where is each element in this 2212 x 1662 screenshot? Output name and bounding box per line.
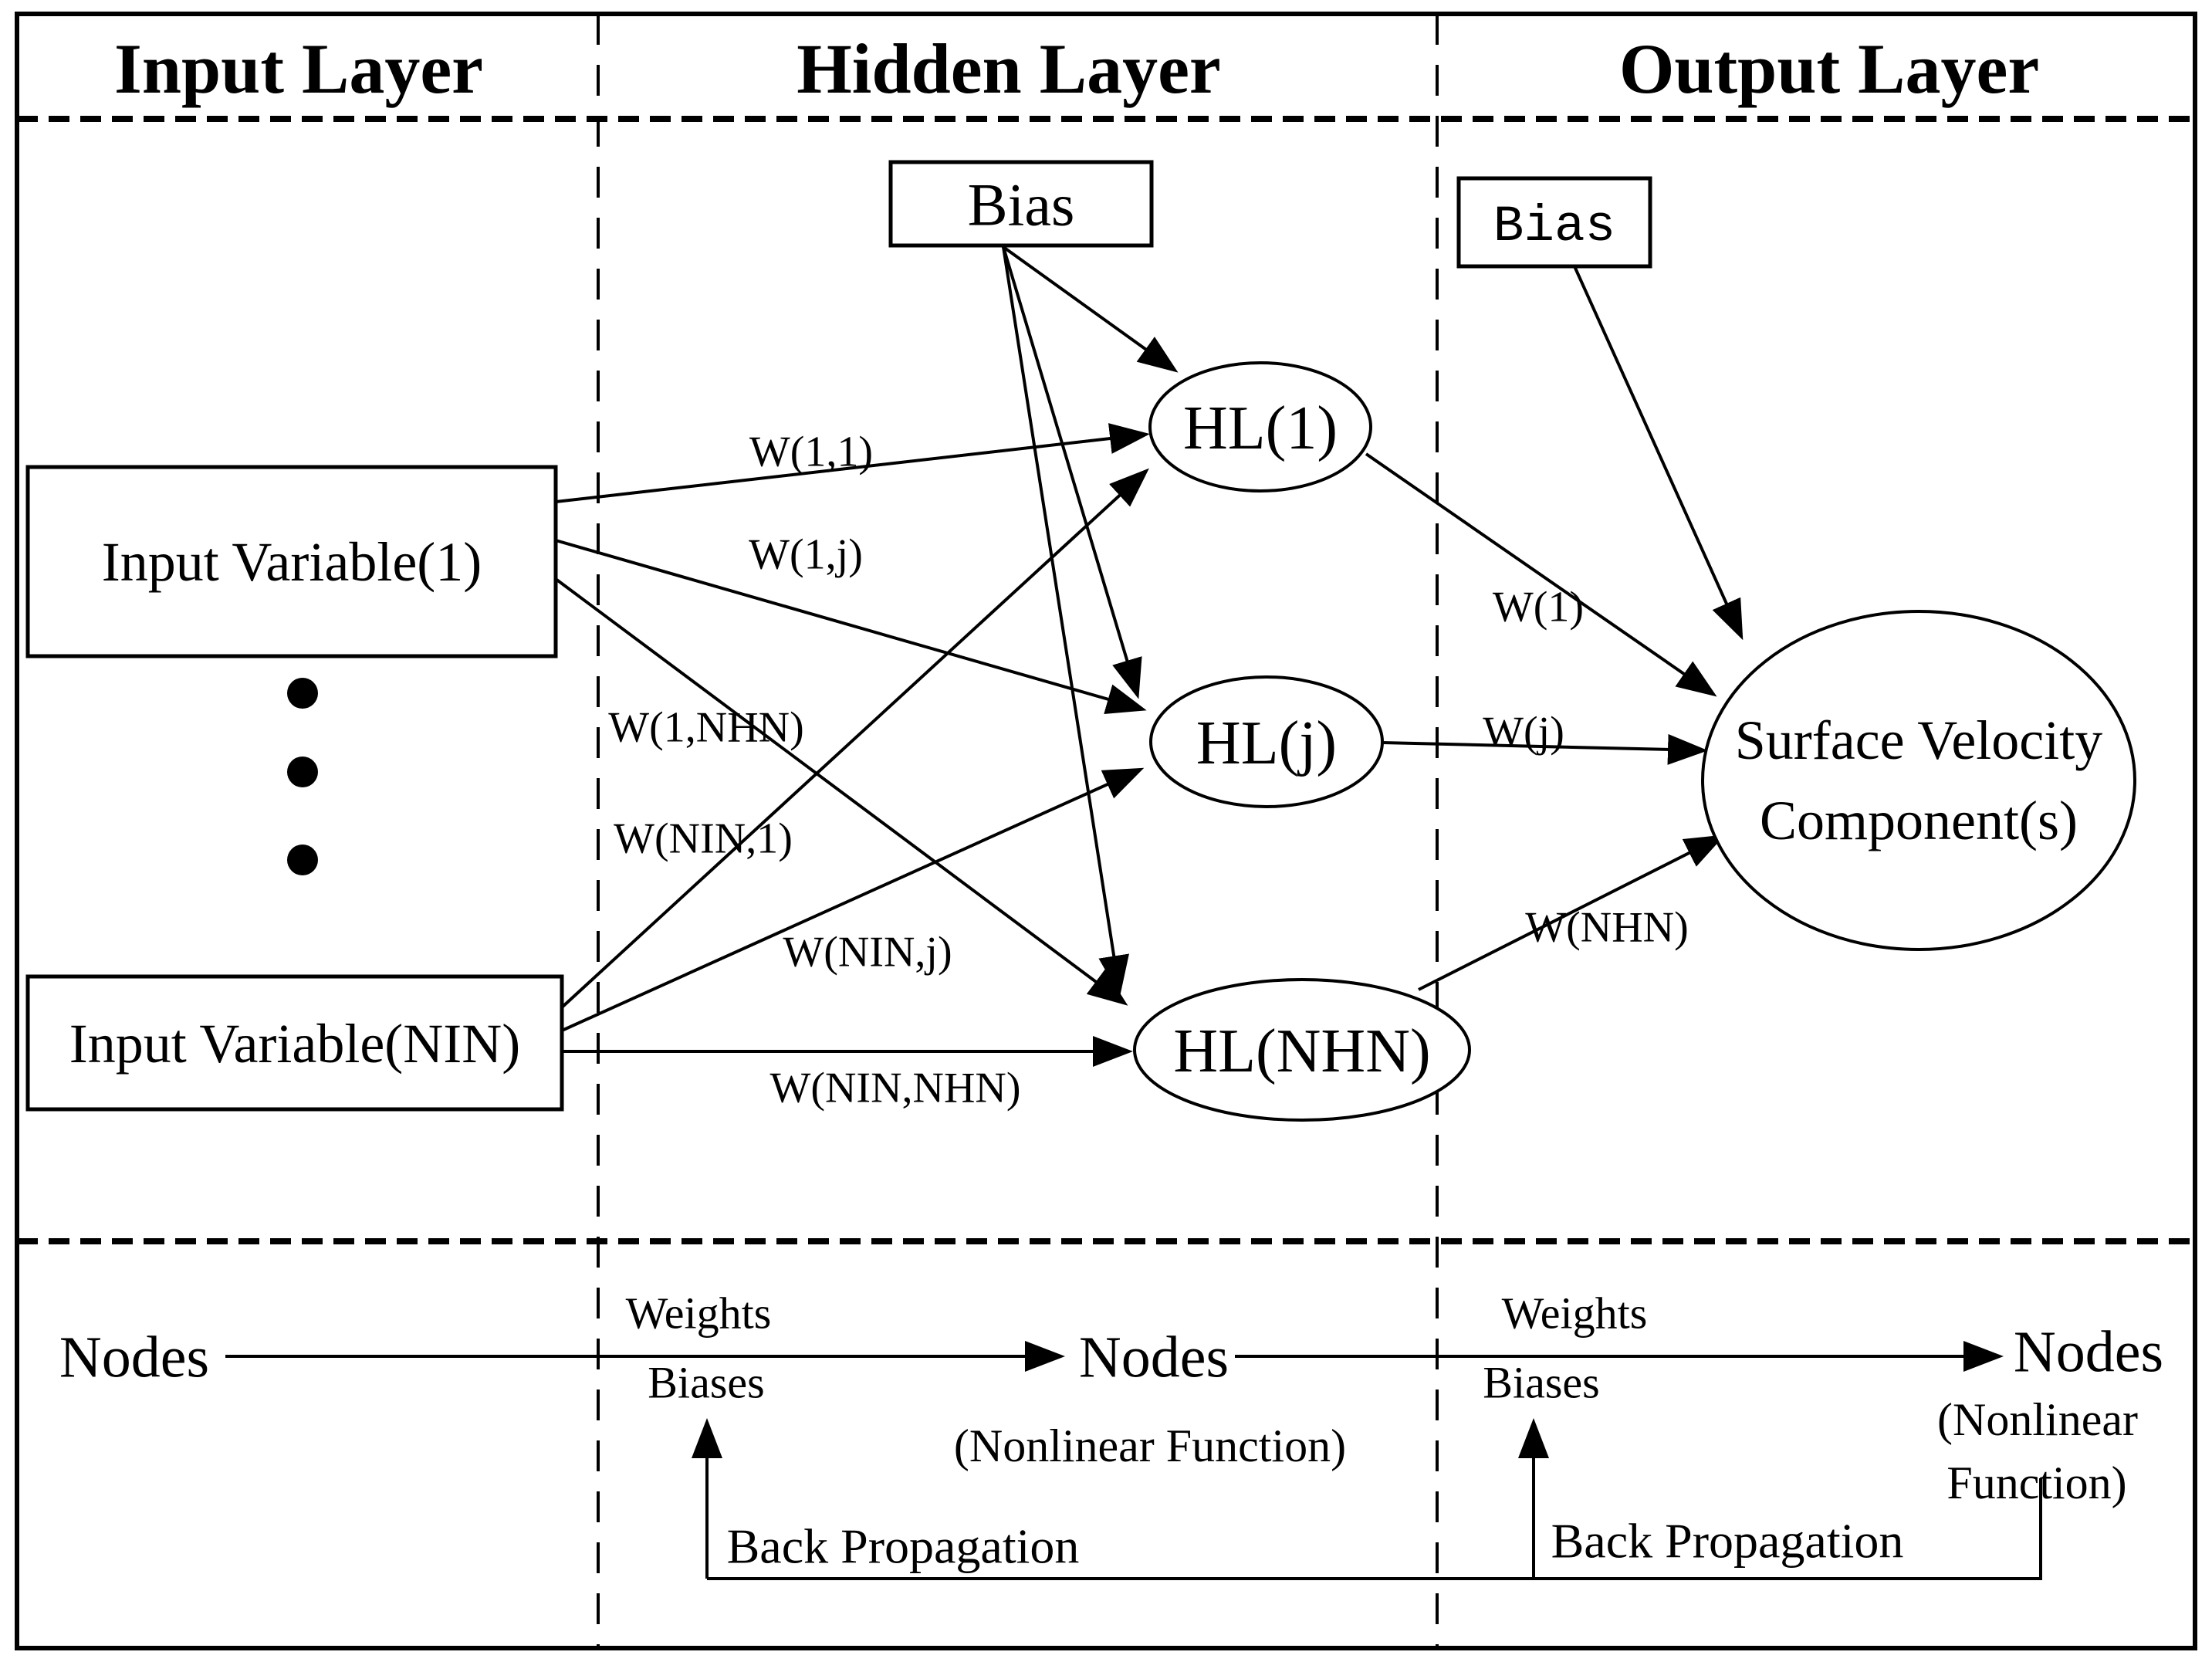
figure-border xyxy=(15,12,2197,1650)
legend-nodes-hidden-sub: (Nonlinear Function) xyxy=(954,1420,1346,1471)
weight-label-wj: W(j) xyxy=(1483,709,1564,757)
legend-nodes-output-sub1: (Nonlinear xyxy=(1937,1394,2138,1445)
weight-label-w1: W(1) xyxy=(1493,584,1584,631)
backprop-path xyxy=(707,1478,2042,1580)
hlnhn-label: HL(NHN) xyxy=(1173,1017,1430,1085)
hl1-label: HL(1) xyxy=(1183,394,1338,462)
bias-hidden-label: Bias xyxy=(968,171,1075,238)
legend-nodes-output: Nodes xyxy=(2014,1320,2163,1385)
input-variable-1-box xyxy=(25,465,558,658)
input-variable-1-label: Input Variable(1) xyxy=(102,531,482,593)
edge-bias-hl1 xyxy=(1002,245,1179,373)
header-output-layer: Output Layer xyxy=(1619,29,2039,108)
edge-bias-output xyxy=(1573,266,1744,641)
output-node-label-line2: Component(s) xyxy=(1760,790,2078,851)
legend-nodes-hidden: Nodes xyxy=(1079,1325,1229,1390)
hlnhn-ellipse xyxy=(1133,978,1471,1122)
weight-label-w11: W(1,1) xyxy=(749,428,873,476)
bias-output-label: Bias xyxy=(1493,198,1615,256)
header-hidden-layer: Hidden Layer xyxy=(797,29,1220,108)
hlj-label: HL(j) xyxy=(1196,709,1337,777)
edge-input1-hlnhn xyxy=(554,577,1128,1006)
weight-label-w1j: W(1,j) xyxy=(749,531,863,579)
weight-label-w1nhn: W(1,NHN) xyxy=(608,704,803,752)
legend-biases-2: Biases xyxy=(1483,1357,1599,1407)
legend-biases-1: Biases xyxy=(648,1357,764,1407)
edge-inputNIN-hl1 xyxy=(560,468,1149,1009)
legend-weights-1: Weights xyxy=(626,1288,772,1338)
edge-bias-hlj xyxy=(1002,246,1142,699)
hlj-ellipse xyxy=(1149,675,1384,808)
backprop-label-1: Back Propagation xyxy=(727,1518,1080,1573)
edge-input1-hl1 xyxy=(555,423,1150,503)
edge-input1-hlj xyxy=(555,539,1147,715)
backprop-label-2: Back Propagation xyxy=(1551,1513,1904,1568)
ellipsis-dot-1 xyxy=(287,678,318,709)
output-node-label-line1: Surface Velocity xyxy=(1735,709,2103,771)
edge-hlj-output xyxy=(1382,733,1708,765)
output-node-ellipse xyxy=(1701,610,2136,951)
weight-label-wnhn: W(NHN) xyxy=(1525,904,1688,952)
edge-hlnhn-output xyxy=(1418,834,1726,991)
bias-output-box xyxy=(1456,176,1652,269)
ellipsis-dot-2 xyxy=(287,757,318,787)
edge-hl1-output xyxy=(1365,452,1717,697)
ellipsis-dot-3 xyxy=(287,845,318,875)
input-variable-nin-box xyxy=(25,974,564,1112)
legend-nodes-output-sub2: Function) xyxy=(1946,1457,2126,1508)
weight-label-wninnhn: W(NIN,NHN) xyxy=(769,1065,1020,1112)
bias-hidden-box xyxy=(888,160,1154,248)
edge-inputNIN-hlj xyxy=(561,767,1145,1032)
legend-weights-2: Weights xyxy=(1502,1288,1648,1338)
legend-nodes-input: Nodes xyxy=(59,1325,209,1390)
hl1-ellipse xyxy=(1148,361,1372,493)
weight-label-wninj: W(NIN,j) xyxy=(783,929,952,977)
header-input-layer: Input Layer xyxy=(114,29,483,108)
input-variable-nin-label: Input Variable(NIN) xyxy=(69,1013,520,1075)
edge-bias-hlnhn xyxy=(1002,246,1129,996)
weight-label-wnin1: W(NIN,1) xyxy=(614,815,793,863)
